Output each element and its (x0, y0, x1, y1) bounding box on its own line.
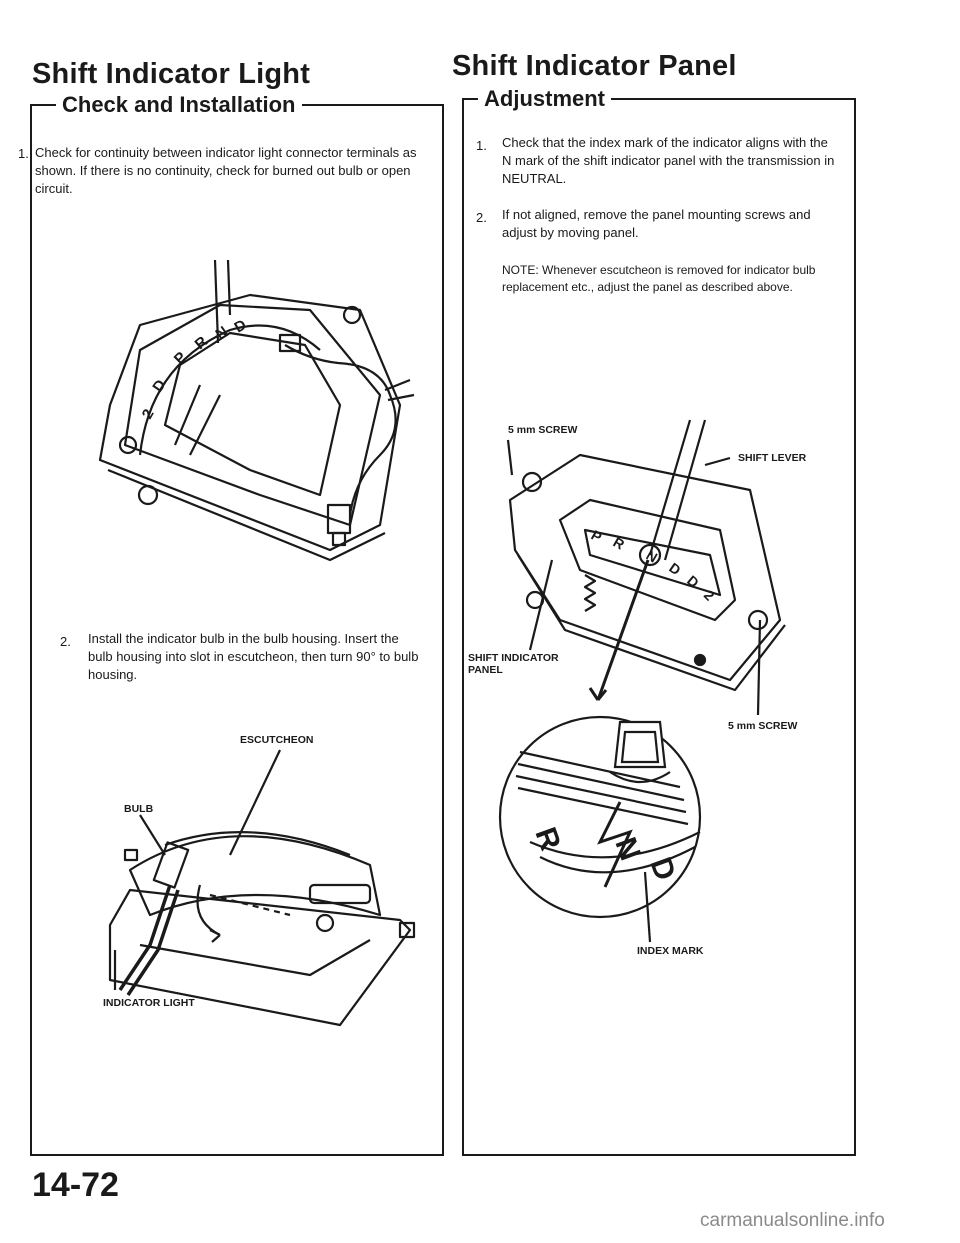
label-escutcheon: ESCUTCHEON (240, 734, 314, 746)
watermark: carmanualsonline.info (700, 1210, 885, 1231)
right-subtitle: Adjustment (478, 86, 611, 112)
detail-letter: R (528, 823, 567, 855)
label-indicator-light: INDICATOR LIGHT (103, 997, 195, 1009)
figure-panel-adjustment: P R N D D 2 (506, 419, 786, 716)
right-step1-number: 1. (476, 138, 487, 153)
label-shift-lever: SHIFT LEVER (738, 452, 807, 464)
left-step2-text: Install the indicator bulb in the bulb h… (88, 631, 419, 682)
figure-index-mark-detail: R N D (498, 715, 702, 943)
left-step1-number: 1. (18, 146, 29, 161)
right-note: NOTE: Whenever escutcheon is removed for… (502, 263, 816, 294)
panel-letter: P (589, 527, 605, 546)
label-bulb: BULB (124, 803, 154, 815)
right-step2-number: 2. (476, 210, 487, 225)
label-screw-top: 5 mm SCREW (508, 424, 578, 436)
right-step1-text: Check that the index mark of the indicat… (502, 135, 835, 186)
label-shift-indicator-panel: SHIFT INDICATOR PANEL (468, 652, 559, 676)
left-step1-text: Check for continuity between indicator l… (35, 145, 417, 196)
panel-letter: D (666, 559, 683, 578)
page-number: 14-72 (32, 1166, 119, 1204)
detail-letter: D (643, 853, 681, 885)
fig1-letter: 2 (139, 406, 158, 422)
label-screw-right: 5 mm SCREW (728, 720, 798, 732)
left-title: Shift Indicator Light (32, 58, 311, 90)
right-title: Shift Indicator Panel (452, 50, 737, 82)
label-index-mark: INDEX MARK (637, 945, 704, 957)
fig1-letter: N (213, 323, 232, 343)
left-step2-number: 2. (60, 634, 71, 649)
right-frame (462, 98, 856, 1156)
right-step2-text: If not aligned, remove the panel mountin… (502, 207, 811, 240)
figure-escutcheon-connector: 2 D P R N D (98, 259, 415, 562)
fig1-letter: P (171, 349, 190, 368)
left-subtitle: Check and Installation (56, 92, 302, 118)
figure-bulb-installation (108, 749, 416, 1027)
